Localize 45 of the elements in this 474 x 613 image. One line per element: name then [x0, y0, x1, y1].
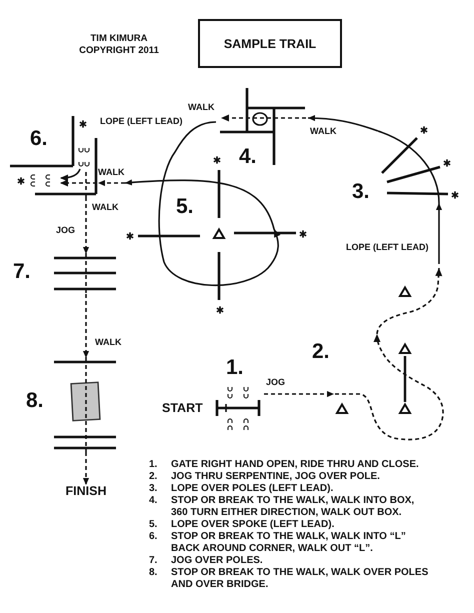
dashed-arrow — [82, 197, 90, 254]
list-number: 3. — [149, 483, 158, 495]
edge-label: LOPE (LEFT LEAD) — [100, 117, 182, 126]
edge-label: WALK — [98, 168, 124, 177]
gait-label: WALK — [92, 203, 118, 212]
arrow — [308, 115, 378, 132]
dashed-arrow — [82, 452, 90, 485]
dashed-arrow — [264, 390, 334, 398]
author-credit: TIM KIMURA COPYRIGHT 2011 — [78, 33, 160, 56]
instruction-text: JOG THRU SERPENTINE, JOG OVER POLE. — [171, 471, 381, 483]
title-box: SAMPLE TRAIL — [198, 19, 342, 68]
obstacle-number: 6. — [30, 128, 48, 149]
obstacle-number: 1. — [226, 357, 244, 378]
edge-label: WALK — [95, 338, 122, 347]
gait-label: WALK — [188, 103, 214, 112]
edge-label: LOPE (LEFT LEAD) — [346, 243, 428, 252]
list-number: 4. — [149, 495, 158, 507]
obstacle-number: 2. — [312, 341, 330, 362]
obstacle-number: 8. — [26, 390, 44, 411]
arrow — [124, 121, 280, 286]
list-number: 7. — [149, 555, 158, 567]
list-number: 5. — [149, 519, 158, 531]
start-label: START — [162, 402, 203, 414]
list-number: 1. — [149, 459, 158, 471]
edge-label: JOG — [56, 226, 76, 235]
instruction-text: STOP OR BREAK TO THE WALK, WALK INTO “L” BACK AROUND CORNER, WALK OUT “L”. — [171, 531, 407, 555]
obstacle-number: 7. — [13, 261, 31, 282]
arrow — [436, 203, 442, 264]
list-number: 6. — [149, 531, 158, 543]
instruction-text: LOPE OVER SPOKE (LEFT LEAD). — [171, 519, 336, 531]
instruction-text: STOP OR BREAK TO THE WALK, WALK INTO BOX, 360 TURN EITHER DIRECTION, WALK OUT BOX. — [171, 495, 416, 519]
list-number: 8. — [149, 567, 158, 579]
finish-label: FINISH — [64, 485, 108, 498]
instruction-text: GATE RIGHT HAND OPEN, RIDE THRU AND CLOSE. — [171, 459, 420, 471]
obstacle-number: 3. — [352, 181, 370, 202]
obstacle-number: 5. — [176, 196, 194, 217]
dashed-arrow — [98, 180, 125, 186]
list-number: 2. — [149, 471, 158, 483]
instruction-text: LOPE OVER POLES (LEFT LEAD). — [171, 483, 334, 495]
instruction-text: STOP OR BREAK TO THE WALK, WALK OVER POLES AND OVER BRIDGE. — [171, 567, 430, 591]
instruction-text: JOG OVER POLES. — [171, 555, 264, 567]
obstacle-number: 4. — [239, 146, 257, 167]
edge-label: JOG — [266, 378, 286, 387]
gait-label: WALK — [310, 127, 336, 136]
dashed-arrow — [82, 294, 90, 358]
